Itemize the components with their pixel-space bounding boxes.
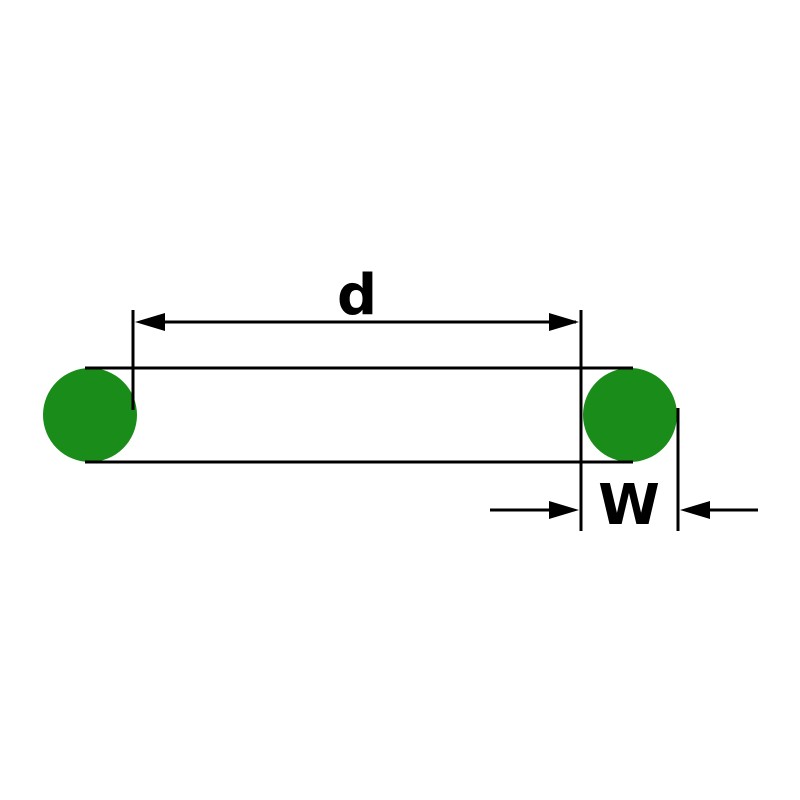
- cross-section-width-label: W: [598, 473, 660, 538]
- width-right-arrowhead-icon: [680, 501, 710, 519]
- inner-diameter-right-arrowhead-icon: [549, 313, 579, 331]
- diagram-lines: [85, 310, 758, 531]
- oring-left-cross-section: [43, 368, 137, 462]
- width-left-arrowhead-icon: [549, 501, 579, 519]
- inner-diameter-left-arrowhead-icon: [135, 313, 165, 331]
- oring-right-cross-section: [583, 368, 677, 462]
- dimension-arrowheads: [135, 313, 710, 519]
- inner-diameter-label: d: [337, 263, 377, 328]
